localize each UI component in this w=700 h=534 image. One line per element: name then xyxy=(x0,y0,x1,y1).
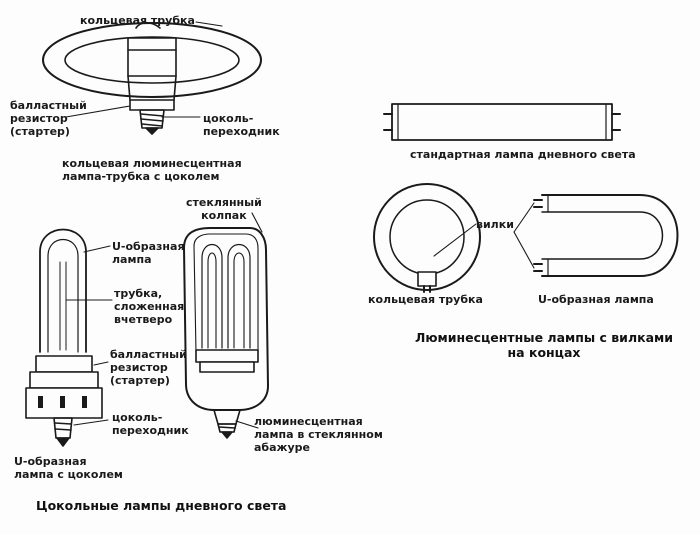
label-ballast-resistor-left: балластный резистор (стартер) xyxy=(110,348,187,387)
label-line: переходник xyxy=(112,424,189,437)
label-line: (стартер) xyxy=(10,125,70,138)
label-ring-tube-right: кольцевая трубка xyxy=(368,293,483,306)
label-line: лампа в стеклянном xyxy=(254,428,383,441)
glass-shade-lamp xyxy=(183,227,269,439)
label-line: лампа-трубка с цоколем xyxy=(62,170,220,183)
label-line: U-образная xyxy=(14,455,87,468)
caption-line: Люминесцентные лампы с вилками xyxy=(414,330,673,345)
caption-base-lamps: Цокольные лампы дневного света xyxy=(36,498,287,513)
caption-pin-lamps: Люминесцентные лампы с вилками на концах xyxy=(408,330,680,360)
label-line: резистор xyxy=(10,112,68,125)
pins-leader-lines xyxy=(433,202,535,269)
label-socket-adapter-top: цоколь- переходник xyxy=(203,112,280,138)
label-glass-shade-lamp: люминесцентная лампа в стеклянном абажур… xyxy=(254,415,383,454)
label-glass-cap: стеклянный колпак xyxy=(186,196,262,222)
ring-lamp-leader-lines xyxy=(65,21,223,118)
label-u-lamp-right: U-образная лампа xyxy=(538,293,654,306)
label-line: (стартер) xyxy=(110,374,170,387)
u-lamp-with-base xyxy=(25,228,103,447)
label-pins: вилки xyxy=(476,218,514,231)
u-lamp-leader-lines xyxy=(65,245,113,426)
label-line: сложенная xyxy=(114,300,185,313)
label-line: лампа xyxy=(112,253,152,266)
ring-tube-right xyxy=(373,183,481,293)
label-line: балластный xyxy=(110,348,187,361)
label-line: колпак xyxy=(201,209,247,222)
caption-line: на концах xyxy=(507,345,581,360)
label-line: U-образная xyxy=(112,240,185,253)
ring-lamp-with-base xyxy=(42,21,262,135)
label-ballast-resistor: балластный резистор (стартер) xyxy=(10,99,87,138)
label-u-lamp: U-образная лампа xyxy=(112,240,185,266)
label-line: цоколь- xyxy=(112,411,163,424)
label-line: кольцевая люминесцентная xyxy=(62,157,242,170)
label-line: стеклянный xyxy=(186,196,262,209)
label-line: резистор xyxy=(110,361,168,374)
label-standard-lamp: стандартная лампа дневного света xyxy=(410,148,636,161)
standard-straight-lamp xyxy=(383,103,621,141)
label-u-lamp-with-base: U-образная лампа с цоколем xyxy=(14,455,123,481)
label-ring-lamp-caption: кольцевая люминесцентная лампа-трубка с … xyxy=(62,157,242,183)
label-line: абажуре xyxy=(254,441,310,454)
label-line: цоколь- xyxy=(203,112,254,125)
label-line: балластный xyxy=(10,99,87,112)
u-lamp-right xyxy=(533,194,679,277)
label-ring-tube-top: кольцевая трубка xyxy=(80,14,195,27)
glass-shade-leader-lines xyxy=(235,212,263,429)
label-line: вчетверо xyxy=(114,313,173,326)
label-line: люминесцентная xyxy=(254,415,363,428)
label-tube-folded: трубка, сложенная вчетверо xyxy=(114,287,184,326)
label-line: лампа с цоколем xyxy=(14,468,123,481)
label-line: переходник xyxy=(203,125,280,138)
label-line: трубка, xyxy=(114,287,163,300)
label-socket-adapter-left: цоколь- переходник xyxy=(112,411,189,437)
